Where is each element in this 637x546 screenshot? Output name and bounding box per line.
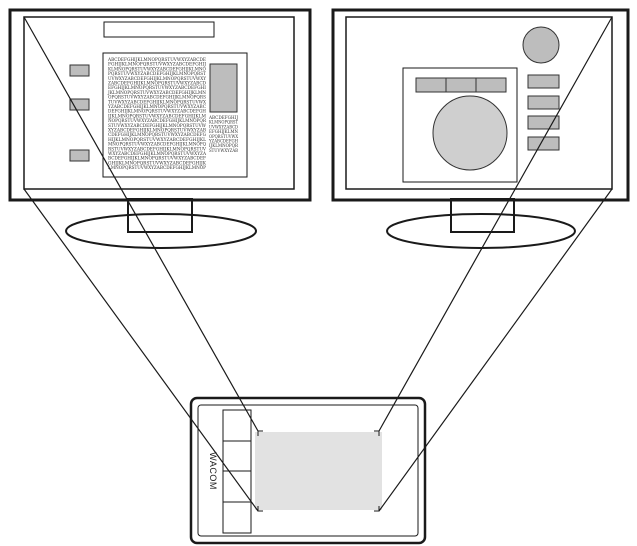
right-monitor-base: [386, 213, 576, 249]
toolbar-button-2[interactable]: [445, 77, 477, 93]
map-line-right-top: [378, 16, 613, 432]
document-text-line: STUVWXYZABCDEFGHIJKLMNOPQRSTUVW: [108, 123, 207, 129]
mapping-lines: [23, 16, 613, 512]
left-title-bar: [103, 21, 215, 38]
map-line-right-bottom: [378, 188, 613, 512]
document-text-line: BCDEFGHIJKLMNOPQRSTUVWXYZABCDEF: [108, 156, 206, 162]
right-monitor: [331, 8, 630, 249]
document-sidebar-line: OPQRSTUVWX: [209, 134, 238, 140]
document-text-line: GHIJKLMNOPQRSTUVWXYZABCDEFGHIJK: [108, 160, 206, 166]
document-text-line: WXYZABCDEFGHIJKLMNOPQRSTUVWXYZA: [108, 151, 206, 157]
document-text-line: MNOPQRSTUVWXYZABCDEFGHIJKLMNOPQ: [108, 142, 206, 148]
app-window: [402, 67, 518, 183]
pen-tablet: WACOM: [189, 396, 427, 545]
document-text-line: NOPQRSTUVWXYZABCDEFGHIJKLMNOPQR: [108, 118, 206, 124]
tablet-brand-logo: WACOM: [208, 452, 218, 490]
tablet-active-area[interactable]: [255, 432, 382, 510]
right-side-button-2[interactable]: [527, 95, 560, 110]
left-monitor-neck: [127, 198, 193, 233]
right-monitor-screen: [345, 16, 613, 190]
document-sidebar-line: KLMNOPQRST: [209, 120, 238, 126]
left-side-button-1[interactable]: [69, 64, 90, 77]
document-text-line: OPQRSTUVWXYZABCDEFGHIJKLMNOPQRS: [108, 95, 206, 101]
document-text-line: JKLMNOPQRSTUVWXYZABCDEFGHIJKLMN: [107, 90, 206, 96]
right-monitor-bezel: [331, 8, 630, 202]
map-line-left-bottom: [23, 188, 259, 512]
document-text-line: XYZABCDEFGHIJKLMNOPQRSTUVWXYZAB: [108, 128, 206, 134]
toolbar-button-3[interactable]: [475, 77, 507, 93]
left-monitor: ABCDEFGHIJKLMNOPQRSTUVWXYZABCDEFGHIJKLMN…: [8, 8, 312, 249]
right-side-button-4[interactable]: [527, 136, 560, 151]
left-side-button-2[interactable]: [69, 98, 90, 111]
right-side-button-1[interactable]: [527, 74, 560, 89]
document-text-line: FGHIJKLMNOPQRSTUVWXYZABCDEFGHIJ: [108, 62, 206, 68]
document-text-line: LMNOPQRSTUVWXYZABCDEFGHIJKLMNOP: [108, 165, 207, 171]
document-image: [209, 63, 238, 113]
left-monitor-bezel: [8, 8, 312, 202]
document-text-block: ABCDEFGHIJKLMNOPQRSTUVWXYZABCDEFGHIJKLMN…: [107, 57, 207, 171]
document-text-line: KLMNOPQRSTUVWXYZABCDEFGHIJKLMNO: [108, 66, 206, 72]
document-text-line: ZABCDEFGHIJKLMNOPQRSTUVWXYZABCD: [108, 81, 206, 87]
right-side-button-3[interactable]: [527, 115, 560, 130]
tablet-body: [189, 396, 427, 545]
document-text-line: EFGHIJKLMNOPQRSTUVWXYZABCDEFGHI: [108, 85, 206, 91]
document-text-line: HIJKLMNOPQRSTUVWXYZABCDEFGHIJKL: [108, 137, 207, 143]
document-text-line: DEFGHIJKLMNOPQRSTUVWXYZABCDEFGH: [108, 109, 207, 115]
document-text-line: PQRSTUVWXYZABCDEFGHIJKLMNOPQRST: [108, 71, 207, 77]
document-sidebar-line: ABCDEFGHIJ: [208, 115, 238, 121]
document-text-line: YZABCDEFGHIJKLMNOPQRSTUVWXYZABC: [107, 104, 206, 110]
document-text-line: CDEFGHIJKLMNOPQRSTUVWXYZABCDEFG: [108, 132, 206, 138]
document-text-line: TUVWXYZABCDEFGHIJKLMNOPQRSTUVWX: [108, 99, 206, 105]
document-text-line: IJKLMNOPQRSTUVWXYZABCDEFGHIJKLM: [108, 113, 206, 119]
document-sidebar-text: ABCDEFGHIJKLMNOPQRSTUVWXYZABCDEFGHIJKLMN…: [208, 115, 238, 154]
document-sidebar-line: IJKLMNOPQR: [209, 143, 238, 149]
document-page: [102, 52, 248, 178]
map-line-left-top: [23, 16, 259, 432]
document-sidebar-line: EFGHIJKLMN: [209, 129, 238, 135]
document-text-line: UVWXYZABCDEFGHIJKLMNOPQRSTUVWXY: [108, 76, 207, 82]
document-text-line: RSTUVWXYZABCDEFGHIJKLMNOPQRSTUV: [108, 146, 206, 152]
left-side-button-3[interactable]: [69, 149, 90, 162]
canvas-circle: [432, 95, 508, 171]
round-button[interactable]: [522, 26, 560, 64]
document-sidebar-line: STUVWXYZAB: [209, 148, 238, 154]
document-sidebar-line: UVWXYZABCD: [209, 124, 238, 130]
document-text-line: ABCDEFGHIJKLMNOPQRSTUVWXYZABCDE: [107, 57, 206, 63]
left-monitor-screen: [23, 16, 295, 190]
document-sidebar-line: YZABCDEFGH: [208, 139, 238, 145]
left-monitor-base: [65, 213, 257, 249]
toolbar-button-1[interactable]: [415, 77, 447, 93]
tablet-inner-edge: [197, 404, 419, 537]
